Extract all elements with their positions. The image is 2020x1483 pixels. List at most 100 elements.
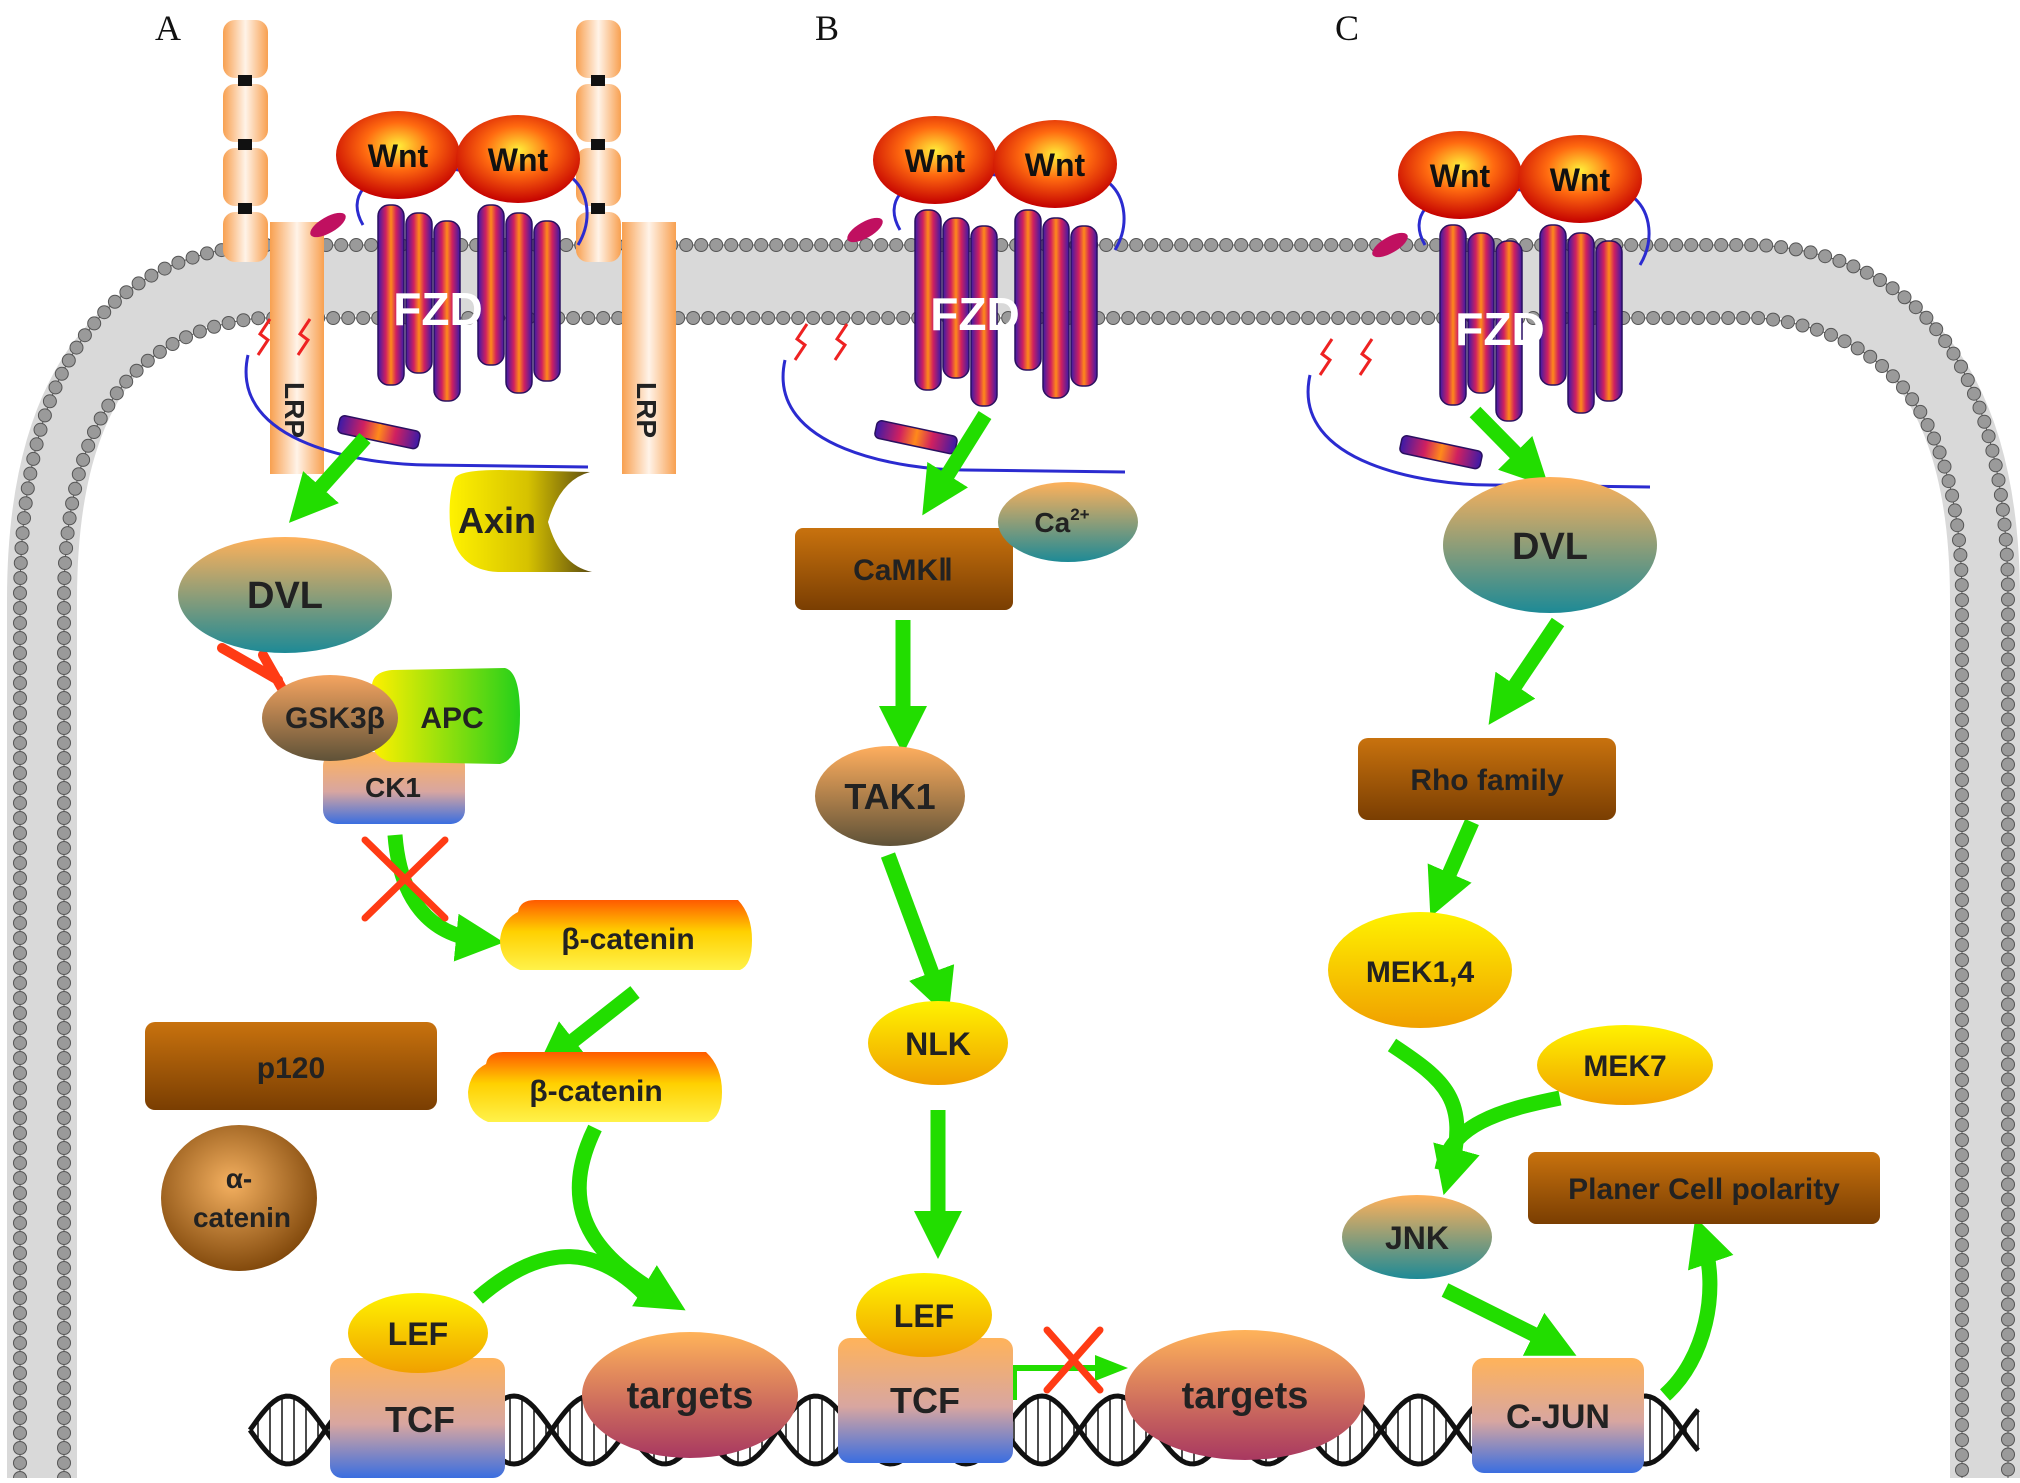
arrow-mek7-to-jnk	[1434, 1090, 1562, 1172]
p120-label: p120	[257, 1052, 325, 1085]
alpha-catenin-node: α- catenin	[161, 1125, 317, 1271]
jnk-label: JNK	[1385, 1220, 1449, 1256]
wnt-label: Wnt	[1025, 147, 1086, 183]
tcf-node-a	[330, 1358, 505, 1478]
beta-catenin-node-2: β-catenin	[468, 1052, 722, 1122]
cjun-label: C-JUN	[1506, 1398, 1610, 1436]
jnk-node: JNK	[1342, 1195, 1492, 1279]
lrp-label-2: LRP	[631, 382, 662, 438]
lef-node-b	[856, 1273, 992, 1357]
nlk-label: NLK	[905, 1026, 971, 1062]
dvl-node-c: DVL	[1443, 477, 1657, 613]
fzd-label: FZD	[393, 283, 482, 335]
calcium-label: Ca2+	[1034, 505, 1089, 538]
arrow-jnk-to-cjun	[1441, 1283, 1577, 1356]
ck1-node	[323, 752, 465, 824]
tcf-label-b: TCF	[890, 1380, 960, 1421]
mek14-label: MEK1,4	[1366, 956, 1475, 989]
wnt-label: Wnt	[368, 138, 429, 174]
arrow-cjun-to-planar	[1659, 1217, 1734, 1401]
lrp-label-1: LRP	[279, 382, 310, 438]
lrp-receptor-2: LRP	[576, 20, 676, 474]
alpha-catenin-label-2: catenin	[193, 1202, 291, 1233]
apc-label: APC	[420, 702, 483, 735]
tcf-lef-complex-b: TCF LEF	[838, 1273, 1013, 1463]
destruction-complex: CK1 GSK3β APC	[262, 668, 520, 824]
tcf-label-a: TCF	[385, 1399, 455, 1440]
arrow-dvl-to-rho	[1488, 617, 1565, 725]
planar-cell-polarity-node: Planer Cell polarity	[1528, 1152, 1880, 1224]
lef-label-a: LEF	[388, 1316, 448, 1352]
planar-cell-polarity-label: Planer Cell polarity	[1568, 1173, 1840, 1206]
tcf-lef-complex-a: TCF LEF	[330, 1293, 505, 1478]
wnt-ligand	[1518, 135, 1642, 223]
lef-label-b: LEF	[894, 1298, 954, 1334]
arrows	[288, 406, 1734, 1401]
rho-family-node: Rho family	[1358, 738, 1616, 820]
wnt-label: Wnt	[1550, 162, 1611, 198]
dvl-label-c: DVL	[1512, 526, 1588, 568]
wnt-ligand	[993, 120, 1117, 208]
axin-node: Axin	[449, 470, 592, 572]
arrow-tak1-to-nlk	[880, 852, 955, 1018]
targets-label-b: targets	[1182, 1375, 1309, 1417]
arrow-fzd-to-dvl-a	[288, 432, 371, 523]
arrow-fzd-to-dvl-c	[1469, 406, 1549, 488]
gsk3b-node	[262, 675, 398, 761]
wnt-ligand	[873, 116, 997, 204]
mek7-label: MEK7	[1583, 1050, 1666, 1083]
dvl-node-a: DVL	[178, 537, 392, 653]
alpha-catenin-label-1: α-	[226, 1163, 253, 1194]
cjun-node: C-JUN	[1472, 1358, 1644, 1473]
calcium-text: Ca	[1034, 507, 1070, 538]
blocked-degradation-a	[361, 836, 449, 922]
tak1-label: TAK1	[844, 776, 935, 817]
calcium-charge: 2+	[1070, 505, 1089, 524]
arrow-beta-catenin-to-beta-catenin	[536, 986, 640, 1070]
fzd-label: FZD	[1455, 303, 1544, 355]
targets-node-b: targets	[1125, 1330, 1365, 1460]
targets-label-a: targets	[627, 1375, 754, 1417]
ck1-label: CK1	[365, 772, 421, 803]
fzd-label: FZD	[930, 288, 1019, 340]
arrow-rho-to-mek14	[1427, 818, 1479, 917]
mek7-node: MEK7	[1537, 1025, 1713, 1105]
rho-family-label: Rho family	[1410, 764, 1564, 797]
apc-node	[371, 668, 520, 764]
tcf-node-b	[838, 1338, 1013, 1463]
targets-node-a: targets	[582, 1332, 798, 1458]
calcium-node: Ca2+	[998, 482, 1138, 562]
panel-label-b: B	[815, 8, 839, 48]
dvl-label-a: DVL	[247, 575, 323, 617]
wnt-ligand	[1398, 131, 1522, 219]
nlk-node: NLK	[868, 1001, 1008, 1085]
axin-label: Axin	[458, 500, 536, 541]
arrow-ck1-to-beta-catenin	[387, 834, 504, 962]
wnt-label: Wnt	[488, 142, 549, 178]
p120-node: p120	[145, 1022, 437, 1110]
wnt-label: Wnt	[905, 143, 966, 179]
arrow-fzd-to-camkii	[922, 411, 992, 516]
panel-label-a: A	[155, 8, 181, 48]
beta-catenin-node-1: β-catenin	[500, 900, 752, 970]
lef-node-a	[348, 1293, 488, 1373]
camkii-label: CaMKⅡ	[853, 554, 953, 587]
wnt-ligand	[456, 115, 580, 203]
lrp-receptor-1: LRP	[223, 20, 324, 474]
beta-catenin-label-1: β-catenin	[561, 923, 694, 956]
camkii-node: CaMKⅡ	[795, 528, 1013, 610]
wnt-ligand	[336, 111, 460, 199]
blocked-transcription-b	[1011, 1326, 1128, 1400]
mek14-node: MEK1,4	[1328, 912, 1512, 1028]
wnt-label: Wnt	[1430, 158, 1491, 194]
gsk3b-label: GSK3β	[285, 702, 385, 735]
panel-label-c: C	[1335, 8, 1359, 48]
arrow-lef-to-targets	[473, 1249, 656, 1306]
tak1-node: TAK1	[815, 746, 965, 846]
beta-catenin-label-2: β-catenin	[529, 1075, 662, 1108]
